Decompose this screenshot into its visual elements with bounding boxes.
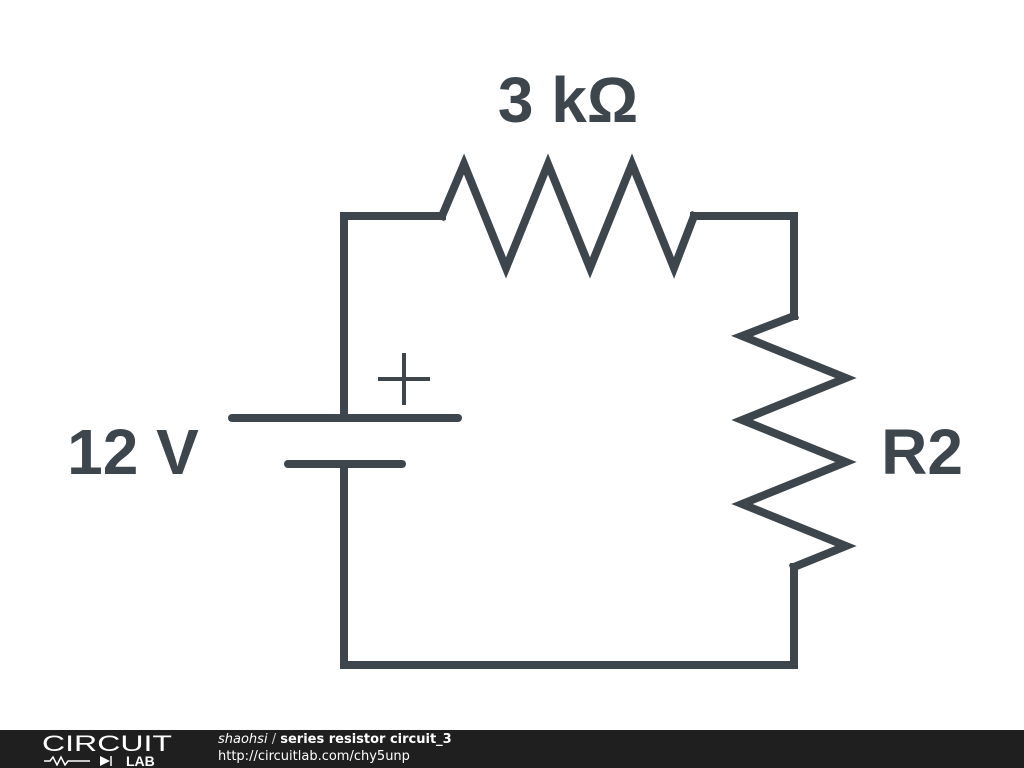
author-link[interactable]: shaohsi	[218, 732, 268, 747]
logo-circuit-text: CIRCUIT	[42, 732, 172, 756]
circuit-title-link[interactable]: series resistor circuit_3	[280, 732, 452, 747]
circuit-url-link[interactable]: http://circuitlab.com/chy5unp	[218, 749, 410, 764]
resistor-top	[436, 153, 700, 279]
logo-lab-text: LAB	[126, 753, 155, 766]
resistor-right	[731, 310, 857, 573]
logo-resistor-icon	[44, 755, 90, 766]
circuit-schematic: 3 kΩ 12 V R2	[67, 64, 963, 669]
source-voltage-label: 12 V	[67, 416, 199, 488]
wire-right-bottom	[340, 460, 798, 669]
footer-bar: CIRCUIT LAB shaohsi / series resistor ci…	[0, 730, 1024, 768]
resistor-top-label: 3 kΩ	[498, 64, 638, 136]
circuitlab-logo[interactable]: CIRCUIT LAB	[42, 732, 182, 766]
credit-line: shaohsi / series resistor circuit_3	[218, 731, 452, 748]
credit-block: shaohsi / series resistor circuit_3 http…	[218, 731, 452, 765]
resistor-right-label: R2	[881, 416, 963, 488]
logo-diode-icon	[100, 756, 110, 766]
wire-top-right	[690, 212, 798, 320]
path-separator: /	[271, 732, 277, 747]
wire-top-left	[340, 212, 446, 419]
